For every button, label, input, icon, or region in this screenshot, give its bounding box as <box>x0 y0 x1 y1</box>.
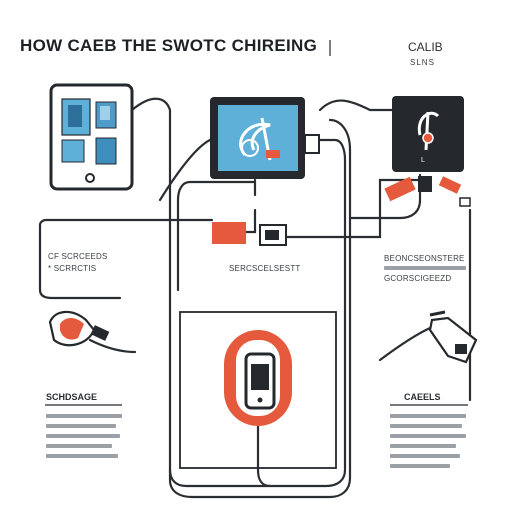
bottom-left-line <box>46 424 116 428</box>
bottom-right-line <box>390 434 466 438</box>
page-title: HOW CAEB THE SWOTC CHIREING <box>20 36 318 55</box>
left-sublabel: * SCRRCTIS <box>48 264 97 273</box>
bottom-right-line <box>390 464 450 468</box>
usb-plug-right <box>384 176 471 207</box>
center-monitor <box>210 97 320 179</box>
bottom-right-line <box>390 454 460 458</box>
top-right-sublabel: SLNS <box>410 58 435 67</box>
left-label: CF SCRCEEDS <box>48 252 108 261</box>
bottom-left-title: SCHDSAGE <box>46 392 98 402</box>
right-label: BEONCSEONSTERE <box>384 254 465 263</box>
plug-left <box>48 310 110 347</box>
right-text-line <box>384 266 466 270</box>
bottom-right-line <box>390 444 456 448</box>
top-right-label: CALIB <box>408 40 443 54</box>
bottom-left-line <box>46 414 122 418</box>
center-label: SERCSCELSESTT <box>229 264 301 273</box>
bottom-left-line <box>46 444 112 448</box>
tablet-device <box>49 83 134 191</box>
charger-box: L <box>392 96 464 172</box>
bottom-left-line <box>46 434 120 438</box>
phone-charging-pad <box>179 311 337 469</box>
bottom-right-line <box>390 414 466 418</box>
bottom-left-line <box>46 454 118 458</box>
svg-text:L: L <box>421 157 425 164</box>
usb-connector-center <box>212 222 287 246</box>
plug-right <box>428 310 478 364</box>
bottom-right-title: CAEELS <box>404 392 441 402</box>
bottom-right-line <box>390 424 462 428</box>
right-sublabel: GCORSCIGEEZD <box>384 274 452 283</box>
cable-lines <box>38 97 472 499</box>
